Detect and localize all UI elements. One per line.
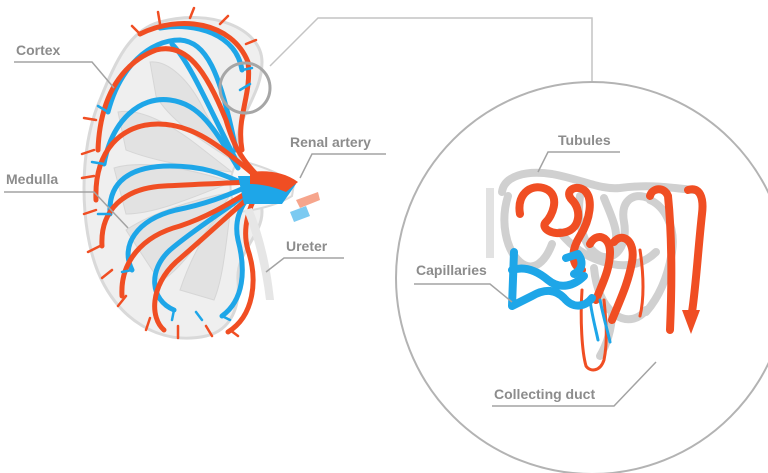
capillaries-venous	[508, 248, 596, 310]
renal-artery-trunk	[250, 171, 298, 192]
ureter-leader	[265, 257, 344, 273]
cortical-branches	[80, 6, 258, 340]
capillaries-leader	[414, 283, 513, 303]
renal-artery-stub	[296, 192, 320, 208]
kidney	[80, 6, 320, 340]
label-cortex: Cortex	[16, 42, 61, 58]
tubules-leader	[537, 151, 620, 173]
zoom-view	[395, 81, 768, 473]
collecting-tube	[486, 188, 494, 258]
renal-artery-leader	[299, 153, 386, 179]
cortex-leader	[14, 61, 115, 89]
leader-lines	[4, 61, 657, 407]
medulla-leader	[4, 191, 129, 229]
capillaries-arterial	[515, 183, 637, 324]
label-capillaries: Capillaries	[416, 262, 487, 278]
zoom-marker	[218, 61, 272, 115]
zoom-connector	[269, 17, 593, 82]
ureter	[244, 208, 274, 300]
vein-branches	[90, 66, 254, 322]
label-tubules: Tubules	[558, 132, 611, 148]
label-collecting-duct: Collecting duct	[494, 386, 596, 402]
label-renal-artery: Renal artery	[290, 134, 371, 150]
collecting-duct-leader	[492, 361, 657, 407]
vasa-recta-loop	[646, 185, 676, 334]
descending-limb	[684, 185, 707, 316]
label-ureter: Ureter	[286, 238, 328, 254]
flow-arrow	[682, 310, 700, 334]
renal-vein-stub	[290, 206, 310, 222]
capillary-thin-blue	[588, 298, 612, 344]
label-medulla: Medulla	[6, 171, 59, 187]
